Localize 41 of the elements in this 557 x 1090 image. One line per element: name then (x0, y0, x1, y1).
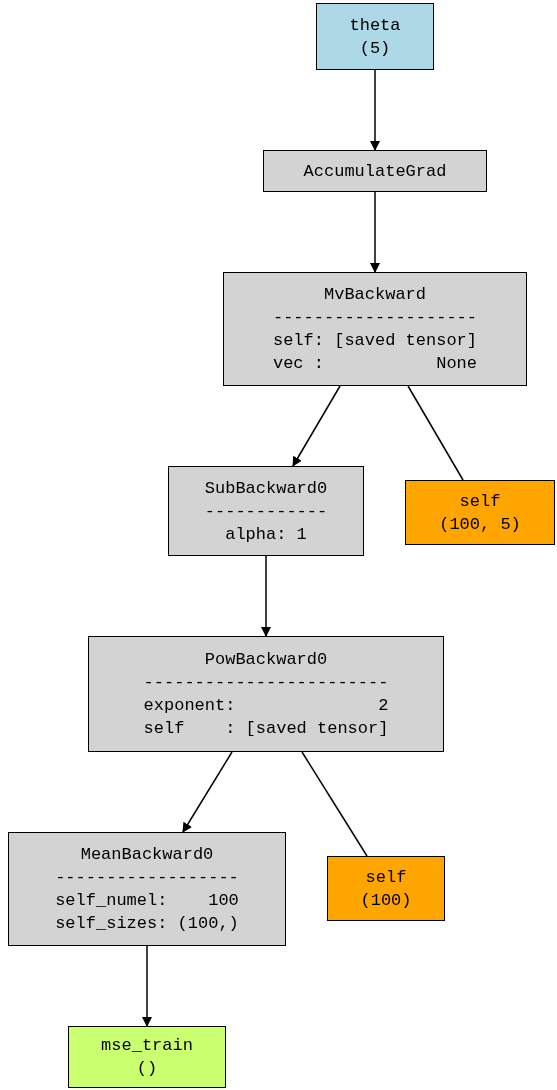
node-text: exponent: 2 (143, 695, 389, 717)
connector-line (407, 385, 464, 481)
node-text: self : [saved tensor] (143, 718, 389, 740)
node-text: ------------ (204, 500, 328, 523)
function-box (8, 832, 286, 946)
arrow (370, 69, 380, 151)
node-title: AccumulateGrad (303, 160, 447, 183)
function-box (223, 272, 527, 386)
arrow (142, 945, 152, 1027)
node-title: MvBackward (324, 284, 426, 306)
node-title: mse_train (101, 1035, 193, 1057)
arrow (292, 385, 341, 467)
node-title: MeanBackward0 (80, 844, 214, 866)
node-title: self (459, 490, 501, 513)
node-text: (100, 5) (439, 513, 521, 536)
saved-tensor-box (327, 856, 445, 921)
node-title: theta (349, 14, 401, 37)
function-box (263, 150, 487, 192)
node-text: (5) (359, 37, 391, 60)
node-text: () (136, 1058, 158, 1080)
node-text: (100) (360, 889, 412, 912)
function-box (168, 466, 364, 556)
node-title: PowBackward0 (204, 649, 328, 671)
arrow (261, 555, 271, 637)
node-text: vec : None (272, 353, 477, 375)
saved-tensor-box (405, 480, 555, 545)
function-box (88, 636, 444, 752)
node-text: self: [saved tensor] (272, 330, 477, 352)
arrow (182, 751, 233, 833)
node-text: ------------------ (55, 867, 239, 889)
node-text: alpha: 1 (225, 523, 307, 546)
node-text: self_numel: 100 (55, 890, 239, 912)
output-box (68, 1026, 226, 1088)
node-text: ------------------------ (143, 672, 389, 694)
connector-line (301, 751, 368, 857)
node-text: self_sizes: (100,) (55, 913, 239, 935)
arrow (370, 191, 380, 273)
node-text: -------------------- (272, 307, 477, 329)
node-title: self (365, 866, 407, 889)
variable-box (316, 3, 434, 70)
node-title: SubBackward0 (204, 477, 328, 500)
